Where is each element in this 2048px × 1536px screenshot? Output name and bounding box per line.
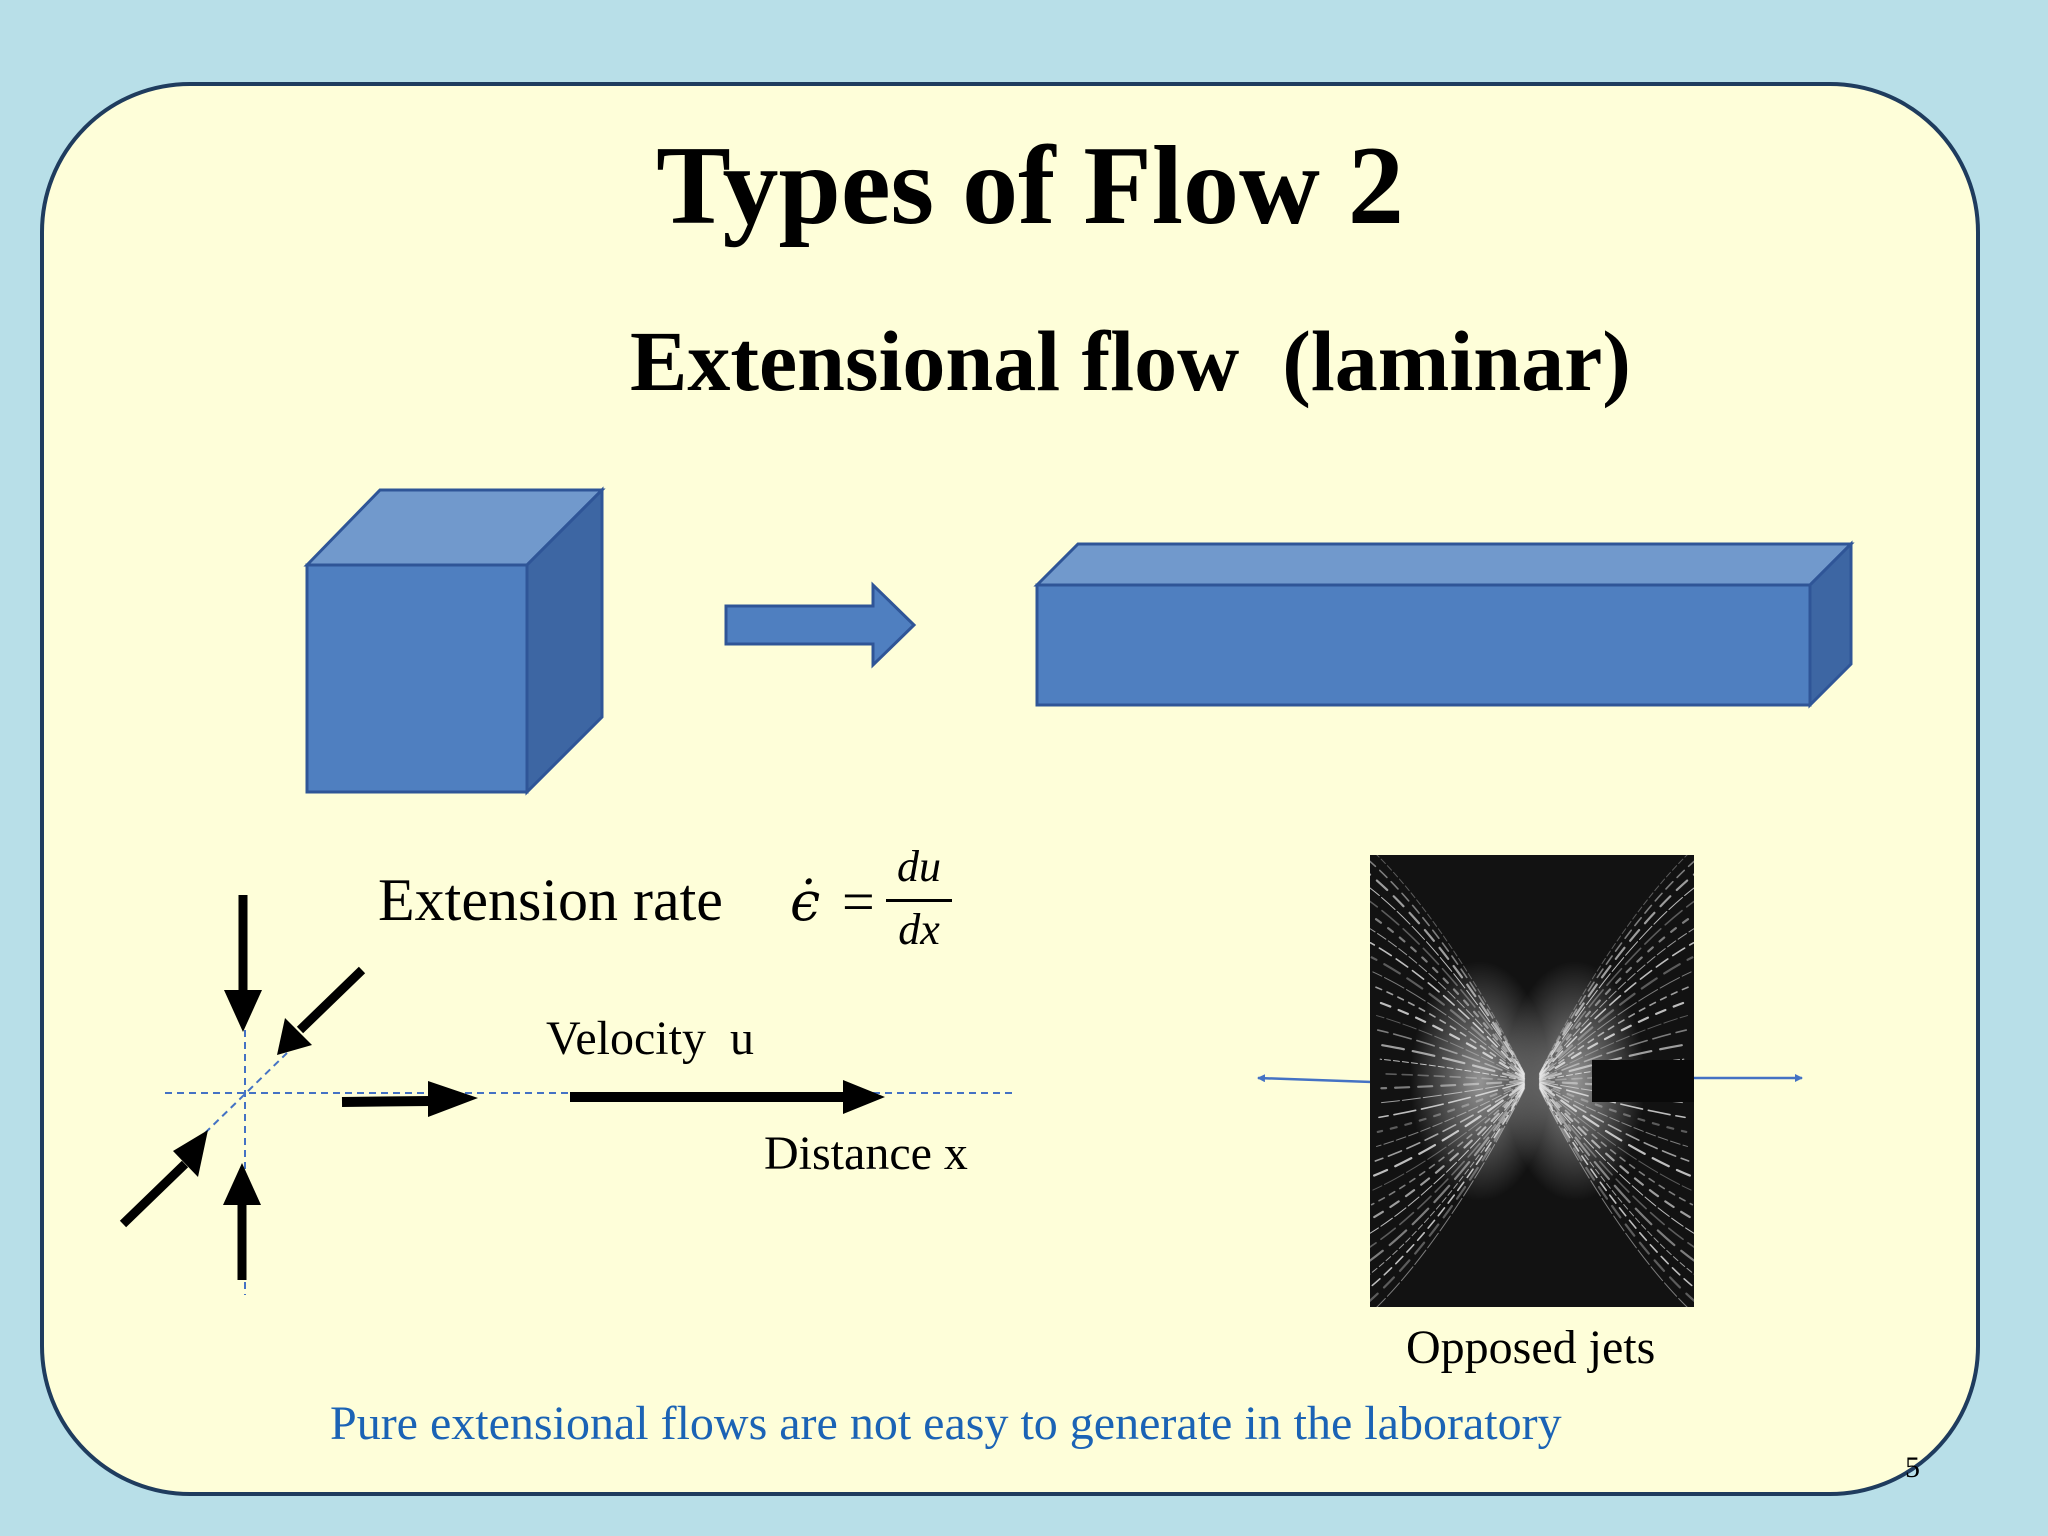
flow-streak xyxy=(1370,1087,1526,1302)
left-flow-arrow xyxy=(1257,1074,1373,1084)
footer-note: Pure extensional flows are not easy to g… xyxy=(330,1397,1562,1450)
flow-streak xyxy=(1538,1083,1691,1177)
flow-streak xyxy=(1379,1081,1525,1104)
flow-streak xyxy=(1538,1087,1694,1302)
opposed-jets-photo xyxy=(1370,855,1694,1307)
flow-streak xyxy=(1539,1015,1688,1080)
flow-streak xyxy=(1372,1084,1525,1191)
flow-streak xyxy=(1538,1085,1694,1262)
flow-streak xyxy=(1370,1087,1525,1289)
flow-streak xyxy=(1378,1081,1525,1119)
flow-streak xyxy=(1372,971,1525,1078)
flow-streak xyxy=(1538,999,1690,1080)
flow-streak xyxy=(1539,900,1694,1076)
slide-title: Types of Flow 2 xyxy=(656,124,1404,248)
flow-streak xyxy=(1376,1029,1525,1081)
page-number: 5 xyxy=(1905,1451,1920,1484)
fraction-numerator: du xyxy=(897,842,941,891)
flow-streak xyxy=(1539,1088,1688,1307)
opposed-jets-streaks xyxy=(1370,855,1694,1307)
flow-streak xyxy=(1538,956,1694,1078)
flow-streak xyxy=(1370,900,1525,1076)
flow-streak xyxy=(1539,985,1691,1079)
flow-streak xyxy=(1539,860,1694,1075)
slide-subtitle: Extensional flow (laminar) xyxy=(630,313,1631,409)
distance-label: Distance x xyxy=(764,1127,968,1180)
flow-streak xyxy=(1539,1084,1692,1191)
flow-streak xyxy=(1370,928,1525,1077)
flow-streak xyxy=(1539,1082,1688,1147)
flow-streak xyxy=(1373,985,1525,1079)
flow-streak xyxy=(1370,1085,1526,1262)
flow-streak xyxy=(1380,1080,1526,1090)
flow-streak xyxy=(1539,1029,1688,1081)
flow-streak xyxy=(1539,1081,1686,1119)
extension-rate-label: Extension rate xyxy=(378,867,723,933)
flow-streak xyxy=(1376,1081,1526,1134)
flow-streak xyxy=(1539,971,1692,1078)
flow-streak xyxy=(1377,1043,1526,1081)
flow-streak xyxy=(1539,942,1694,1078)
flow-streak xyxy=(1539,928,1694,1077)
flow-streak xyxy=(1370,873,1526,1076)
flow-streak xyxy=(1376,1082,1525,1147)
flow-streak xyxy=(1370,1084,1526,1221)
photo-caption: Opposed jets xyxy=(1406,1321,1656,1374)
flow-streak xyxy=(1376,1088,1525,1307)
stretched-bar-shape xyxy=(1033,540,1855,709)
flow-streak xyxy=(1539,887,1694,1075)
stagnation-flow-diagram xyxy=(119,895,1012,1295)
flow-streak xyxy=(1380,1072,1525,1082)
fraction-denominator: dx xyxy=(898,905,940,954)
flow-streak xyxy=(1539,1085,1694,1234)
fraction-bar xyxy=(886,899,952,902)
flow-streak xyxy=(1373,1083,1526,1177)
velocity-label: Velocity u xyxy=(546,1012,754,1065)
transform-arrow xyxy=(724,581,917,669)
flow-streak xyxy=(1539,1084,1694,1206)
equals-sign: = xyxy=(842,869,875,934)
flow-streak xyxy=(1376,1015,1525,1080)
flow-streak xyxy=(1374,999,1526,1080)
flow-streak xyxy=(1370,1085,1525,1234)
derivative-fraction: du dx xyxy=(886,845,952,952)
epsilon-dot-symbol: ϵ̇ xyxy=(790,870,821,933)
flow-streak xyxy=(1370,956,1526,1078)
flow-streak xyxy=(1538,873,1694,1076)
cube-shape xyxy=(303,486,606,796)
flow-streak xyxy=(1370,942,1525,1078)
flow-streak xyxy=(1539,1087,1694,1275)
flow-streak xyxy=(1538,1084,1694,1221)
flow-streak xyxy=(1370,1087,1525,1275)
flow-streak xyxy=(1370,860,1525,1075)
flow-streak xyxy=(1370,887,1525,1075)
flow-streak xyxy=(1370,1084,1525,1206)
flow-streak xyxy=(1539,1087,1694,1289)
flow-streak xyxy=(1538,1043,1687,1081)
flow-streak xyxy=(1379,1058,1525,1081)
flow-streak xyxy=(1538,1081,1688,1134)
